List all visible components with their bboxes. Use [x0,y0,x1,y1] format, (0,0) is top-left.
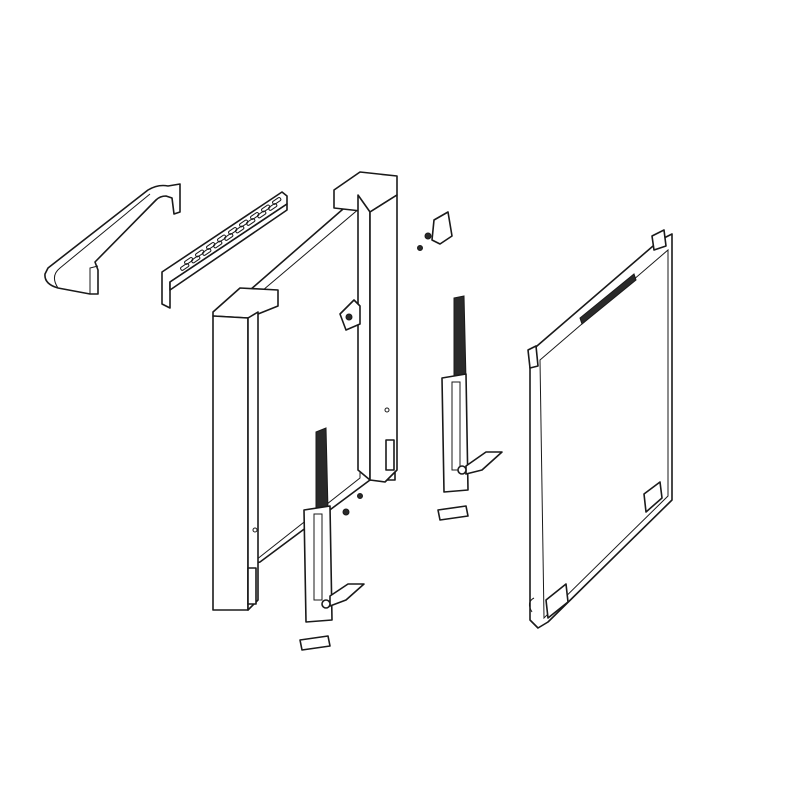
vent-slot [239,219,249,228]
vent-slot [261,204,271,213]
hinge-left [299,427,365,651]
door-handle [44,183,181,295]
vent-slot [202,248,212,256]
vent-slot [206,242,216,250]
vent-slot [195,249,205,258]
vent-slot [180,263,190,271]
hinge-right [417,211,503,521]
vent-slot [235,225,245,234]
vent-slot [228,227,238,235]
vent-slot [268,203,278,211]
door-frame [212,171,398,611]
vent-slot [272,197,282,205]
vent-grill [161,191,288,309]
vent-slot [257,210,267,219]
vent-slot [250,212,260,220]
vent-slot [184,257,194,265]
vent-slot [191,255,201,264]
vent-slot [213,240,223,249]
door-glass-panel [527,229,673,629]
vent-slot [246,218,256,226]
vent-slot [224,233,234,241]
vent-slot [217,234,227,243]
